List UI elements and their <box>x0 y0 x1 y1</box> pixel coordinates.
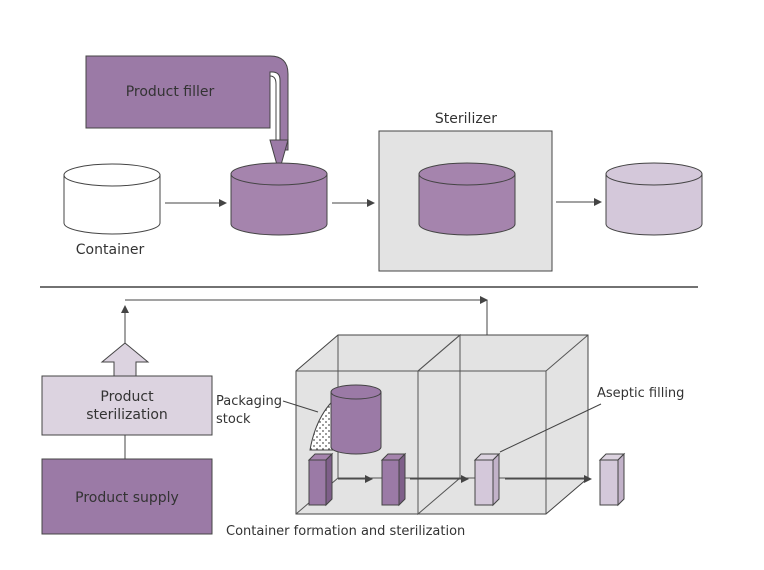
packaging-stock-label-2: stock <box>216 412 251 427</box>
product-supply-label: Product supply <box>75 490 179 506</box>
packaging-stock: Packaging stock <box>216 384 382 455</box>
up-arrow <box>100 342 150 377</box>
product-sterilization-label-1: Product <box>100 389 154 405</box>
aseptic-filling-leader <box>499 403 602 453</box>
empty-container: Container <box>63 163 161 258</box>
sterilizer: Sterilizer <box>378 111 553 272</box>
container-label: Container <box>76 242 145 258</box>
carton-3 <box>473 452 501 507</box>
sterilizer-label: Sterilizer <box>435 111 497 127</box>
product-filler-label: Product filler <box>126 84 215 100</box>
sterilized-container <box>605 162 703 236</box>
product-sterilization-label-2: sterilization <box>86 407 168 423</box>
product-supply: Product supply <box>41 458 213 535</box>
aseptic-filling-label: Aseptic filling <box>597 386 684 401</box>
filled-container <box>230 162 328 236</box>
filler-nozzle <box>269 139 289 174</box>
container-formation-label: Container formation and sterilization <box>226 524 465 539</box>
carton-1 <box>307 452 334 507</box>
product-sterilization: Product sterilization <box>41 375 213 436</box>
packaging-stock-label-1: Packaging <box>216 394 282 409</box>
product-filler: Product filler <box>85 55 289 174</box>
carton-4 <box>598 452 626 507</box>
carton-2 <box>380 452 407 507</box>
